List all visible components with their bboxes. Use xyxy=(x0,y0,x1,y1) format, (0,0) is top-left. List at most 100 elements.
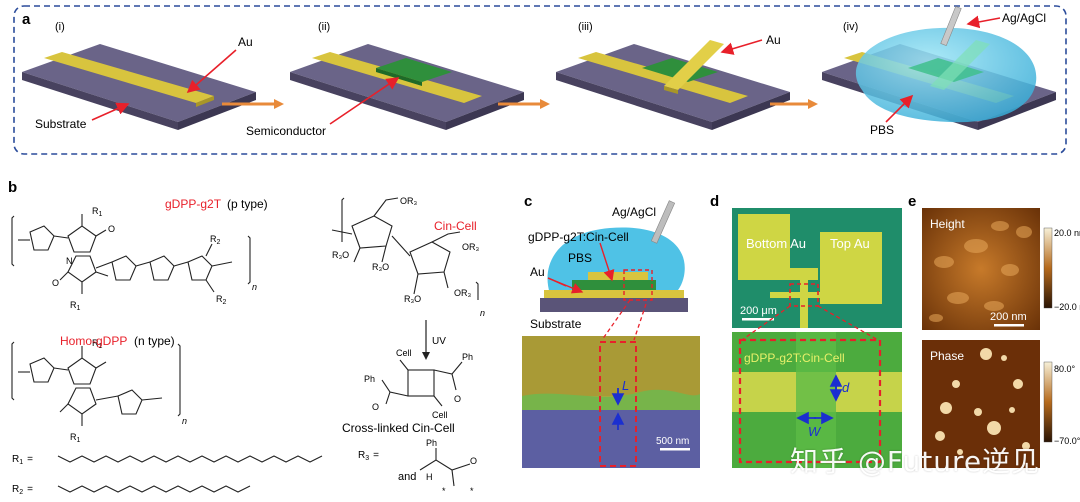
d-zoom-box xyxy=(789,283,819,307)
d-top-au-line xyxy=(770,292,822,298)
gdpp-g2t-name: gDPP-g2T xyxy=(165,197,222,211)
c-ag-agcl-electrode xyxy=(650,200,676,244)
d-top-au-label: Top Au xyxy=(830,236,870,251)
c-scale-label: 500 nm xyxy=(656,436,689,447)
panel-d-label: d xyxy=(710,193,719,210)
ag-agcl-arrow-a xyxy=(966,15,1001,29)
au-arrow-3 xyxy=(720,39,763,55)
d-bottom-au-pad xyxy=(738,214,790,280)
cin-r3o-3: R₃O xyxy=(404,294,421,304)
cb-o-2: O xyxy=(454,394,461,404)
flow-arrowhead-1 xyxy=(274,99,284,109)
c-au-arrow-2 xyxy=(547,277,567,287)
gdpp-g2t-type: (p type) xyxy=(227,197,268,211)
b-o-atom-2: O xyxy=(52,278,59,288)
step-1-label: (i) xyxy=(55,21,65,33)
au-callout-3: Au xyxy=(766,33,781,47)
panel-a-label: a xyxy=(22,11,31,28)
c-au-top xyxy=(588,272,648,280)
watermark: 知乎 @Future逆见 xyxy=(790,445,1041,478)
d-zoom-frame xyxy=(738,338,882,464)
d-scale-label: 200 μm xyxy=(740,305,777,317)
b-r2-label-2: R2 xyxy=(216,294,227,306)
c-film-arrow xyxy=(599,242,615,282)
c-film-label: gDPP-g2T:Cin-Cell xyxy=(528,230,629,244)
c-sem-substrate xyxy=(522,410,700,468)
uv-arrowhead xyxy=(422,352,430,360)
e-phase-min: −70.0° xyxy=(1054,436,1080,446)
cin-cell-structure xyxy=(331,197,479,300)
au-arrow-1 xyxy=(186,49,237,94)
panel-e-label: e xyxy=(908,193,916,210)
semiconductor-arrow xyxy=(329,77,400,125)
d-zoom-line-1 xyxy=(741,305,791,341)
semiconductor-callout: Semiconductor xyxy=(246,124,326,138)
e-height-min: −20.0 nm xyxy=(1054,302,1080,312)
and-label: and xyxy=(398,471,416,483)
panel-b-label: b xyxy=(8,179,17,196)
uv-label: UV xyxy=(432,336,446,347)
step-3-device xyxy=(556,40,790,130)
substrate-callout: Substrate xyxy=(35,117,87,131)
panel-c-label: c xyxy=(524,193,532,210)
d-film-label: gDPP-g2T:Cin-Cell xyxy=(744,351,845,365)
c-length-symbol: L xyxy=(622,378,629,393)
au-callout-1: Au xyxy=(238,35,253,49)
substrate-arrow xyxy=(91,102,130,121)
homo-gdpp-structure xyxy=(11,341,181,426)
b-n-index-1: n xyxy=(252,282,257,292)
r3-definition-label: R3= xyxy=(358,450,379,462)
d-scale-bar xyxy=(742,318,774,321)
d-bottom-au-strip xyxy=(796,332,836,468)
b-o-atom-1: O xyxy=(108,224,115,234)
r3-structure xyxy=(419,448,471,487)
c-sem-top-electrode xyxy=(522,336,700,396)
crosslinked-label: Cross-linked Cin-Cell xyxy=(342,421,455,435)
e-phase-max: 80.0° xyxy=(1054,364,1076,374)
flow-arrowhead-3 xyxy=(808,99,818,109)
b-r1-label-2: R1 xyxy=(70,300,81,312)
pbs-callout-a: PBS xyxy=(870,123,894,137)
d-bottom-au-line xyxy=(800,280,808,328)
c-au-bottom xyxy=(544,290,684,298)
b-n-atom-1: N xyxy=(66,256,73,266)
ph-label-1: Ph xyxy=(364,374,375,384)
ag-agcl-callout-a: Ag/AgCl xyxy=(1002,11,1046,25)
r1-chain xyxy=(57,455,323,463)
c-pbs-label: PBS xyxy=(568,251,592,265)
c-scale-bar xyxy=(660,448,690,451)
e-phase-colorbar xyxy=(1043,361,1053,443)
c-ag-agcl-label: Ag/AgCl xyxy=(612,205,656,219)
d-zoom-line-2 xyxy=(817,305,879,341)
r3-o-label: O xyxy=(470,456,477,466)
e-phase-label: Phase xyxy=(930,349,964,363)
c-zoom-line-1 xyxy=(633,303,647,341)
d-bottom-au-label: Bottom Au xyxy=(746,236,806,251)
d-bottom-au-lead xyxy=(788,268,818,280)
homo-gdpp-type: (n type) xyxy=(134,334,175,348)
homo-gdpp-name: Homo-gDPP xyxy=(60,334,127,348)
ph-label-2: Ph xyxy=(462,352,473,362)
d-w-symbol: W xyxy=(808,424,822,439)
e-phase-grains xyxy=(935,348,1030,455)
cin-or3-3: OR₃ xyxy=(454,288,472,298)
step-4-device xyxy=(822,5,1056,130)
c-substrate-layer xyxy=(540,298,688,312)
b-n-index-2: n xyxy=(182,416,187,426)
step-1-device xyxy=(22,44,256,130)
crosslinked-product-structure xyxy=(381,359,463,407)
r2-chain xyxy=(57,485,251,493)
step-3-label: (iii) xyxy=(578,21,593,33)
pbs-arrow-a xyxy=(885,94,914,123)
d-top-au-pad xyxy=(820,232,882,304)
cin-n-index: n xyxy=(480,308,485,318)
r1-definition-label: R1= xyxy=(12,454,33,466)
e-height-colorbar xyxy=(1043,227,1053,309)
cin-or3-1: OR₃ xyxy=(400,196,418,206)
b-r1-label-4: R1 xyxy=(70,432,81,444)
e-height-max: 20.0 nm xyxy=(1054,228,1080,238)
cb-o-1: O xyxy=(372,402,379,412)
cell-label-2: Cell xyxy=(432,410,448,420)
h-label: H xyxy=(426,472,433,482)
e-height-texture xyxy=(929,221,1032,322)
